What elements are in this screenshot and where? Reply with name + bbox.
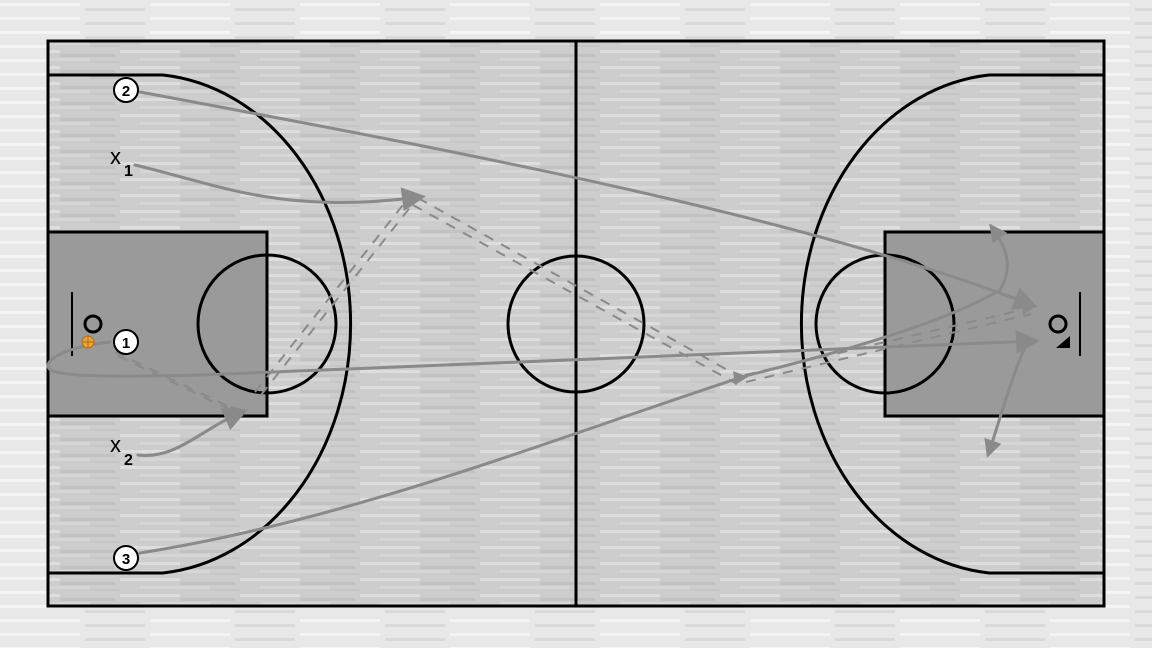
hoop-icon [1048,314,1068,334]
path-defender-x1 [133,163,426,212]
left-three-point-line [48,73,353,575]
player-3: 3 [113,545,139,571]
pass-1-to-x2-b [117,355,244,417]
right-paint [883,230,1106,418]
path-defender-x2 [136,408,248,458]
pass-across-b [412,204,738,385]
player-2: 2 [113,77,139,103]
defender-x2: x 2 [110,432,133,469]
basketball-icon [81,335,95,349]
defender-x2-sub: 2 [124,452,133,469]
left-free-throw-circle [196,253,338,395]
player-1: 1 [113,329,139,355]
player-3-label: 3 [122,551,130,568]
pass-arrowheads [230,190,1036,419]
defender-x2-letter: x [110,432,121,457]
pass-across [417,197,743,379]
defender-x1-letter: x [110,144,121,169]
right-three-point-line [799,73,1104,575]
path-player-3 [138,288,1002,555]
player-paths [46,90,1040,555]
player-2-label: 2 [122,83,130,100]
center-circle [506,254,646,394]
court [46,39,1106,608]
hoop-icon [83,314,103,334]
coach-marker-icon [1056,336,1070,348]
pass-up-b [260,199,417,396]
pass-up [254,195,411,393]
pass-1-to-x2 [114,351,241,413]
path-cut-down [984,338,1030,458]
pass-lines [114,195,1032,417]
player-1-label: 1 [122,335,130,352]
defender-x1: x 1 [110,144,133,180]
path-player-3-cut-up [989,223,1009,292]
defender-x1-sub: 1 [124,163,133,180]
left-paint [46,230,269,418]
path-player-2 [138,90,1038,310]
path-player-1 [46,329,1040,378]
